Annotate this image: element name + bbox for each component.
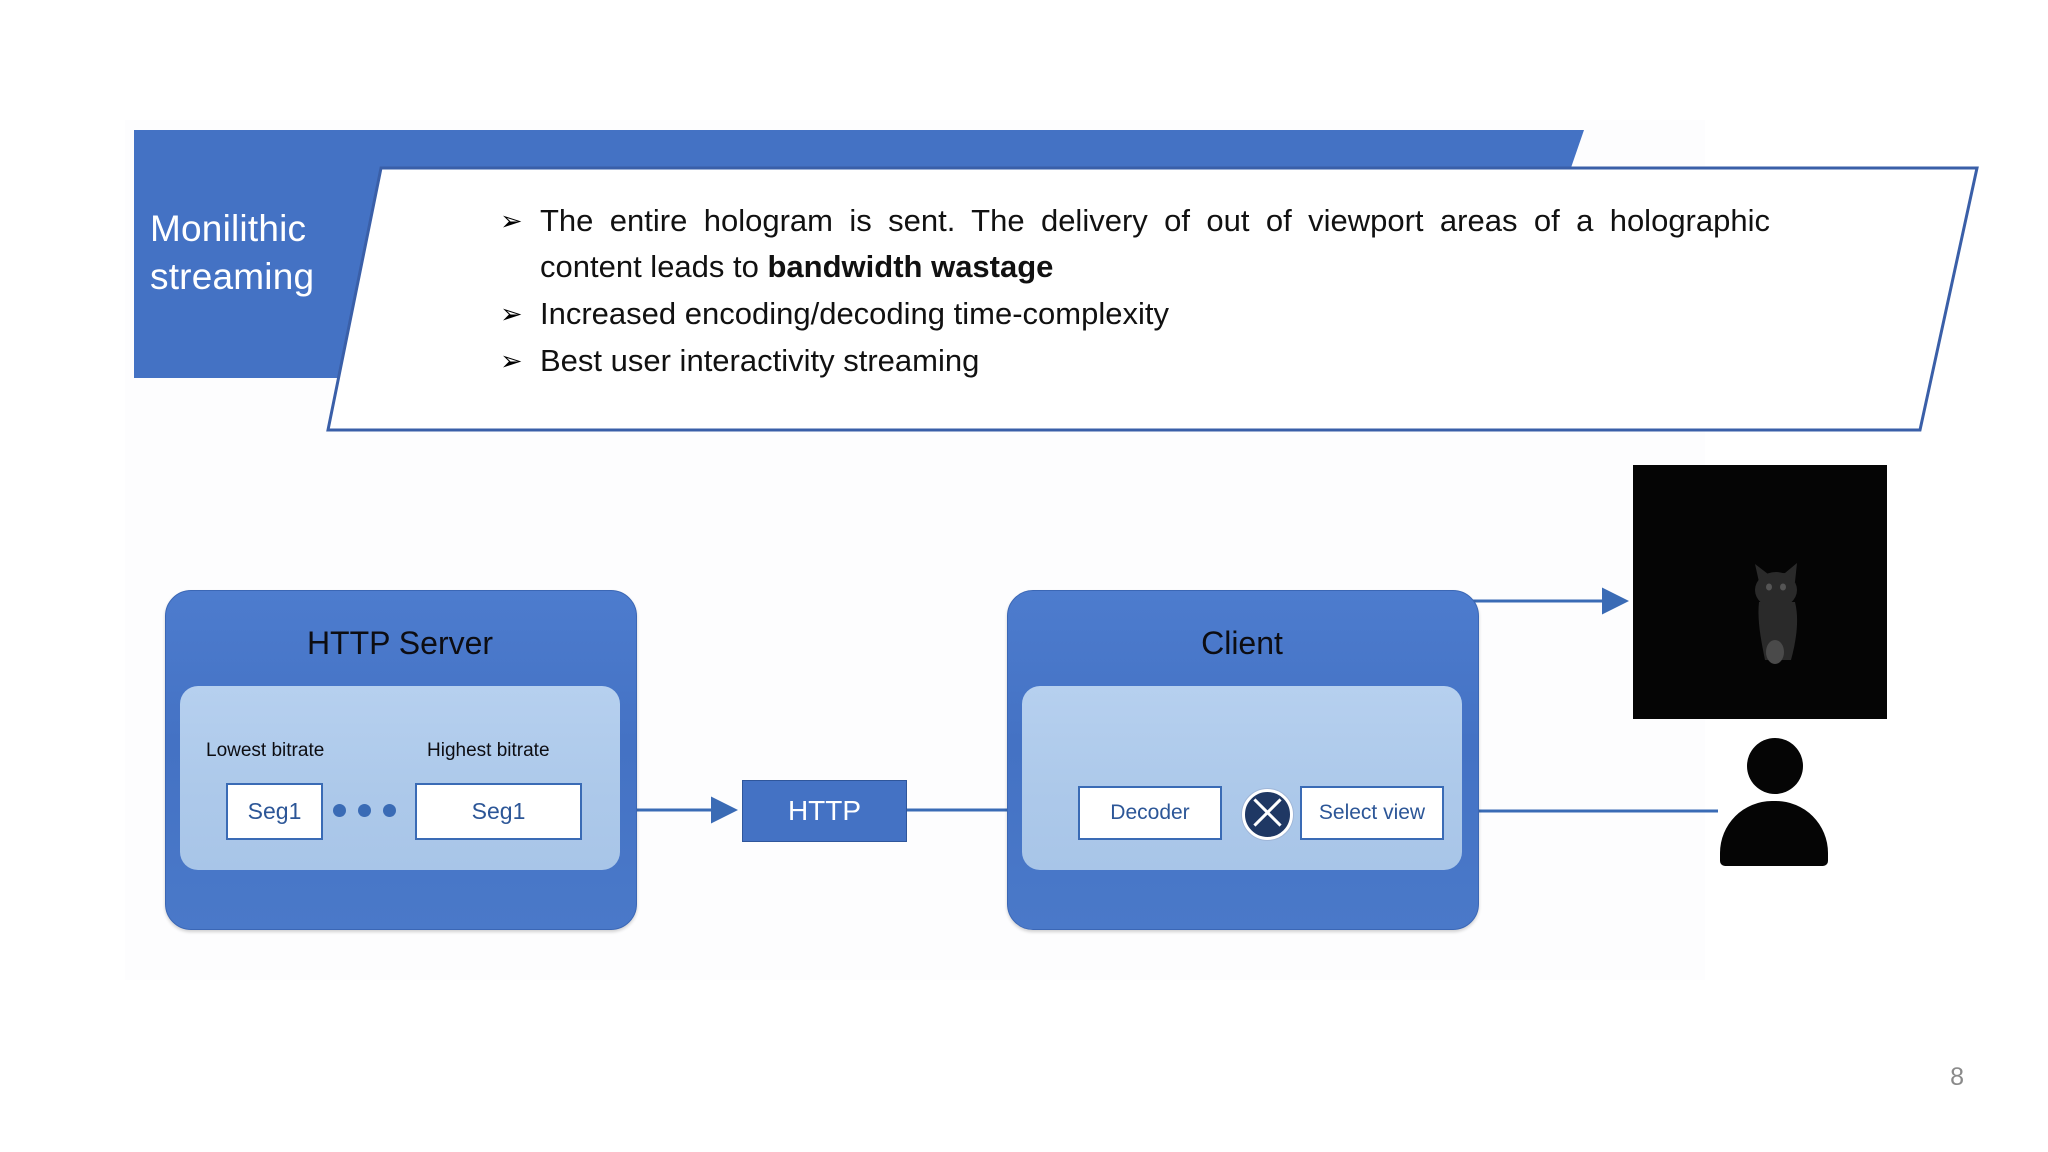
http-server-inner-panel — [180, 686, 620, 870]
bullet-1-plain: The entire hologram is sent. The deliver… — [540, 203, 1770, 284]
bullet-text-2: Increased encoding/decoding time-complex… — [540, 296, 1169, 331]
header-panel-outline — [326, 166, 1979, 432]
segment-lowest-bitrate[interactable]: Seg1 — [226, 783, 323, 840]
http-transport-box: HTTP — [742, 780, 907, 842]
list-item: ➢ Increased encoding/decoding time-compl… — [500, 291, 1770, 337]
circle-x-combiner-icon — [1242, 789, 1293, 840]
client-inner-panel — [1022, 686, 1462, 870]
client-title: Client — [1201, 625, 1283, 661]
page-number: 8 — [1950, 1063, 1964, 1091]
list-item: ➢ Best user interactivity streaming — [500, 338, 1770, 384]
header-title-line-1: Monilithic — [150, 208, 307, 249]
cat-icon — [1755, 563, 1798, 664]
select-view-box[interactable]: Select view — [1300, 786, 1444, 840]
bullet-text-1: The entire hologram is sent. The deliver… — [540, 198, 1770, 290]
arrowhead-bullet-icon: ➢ — [500, 299, 523, 329]
http-server-title: HTTP Server — [306, 625, 494, 661]
bullet-1-emphasis: bandwidth wastage — [767, 249, 1054, 284]
lowest-bitrate-label: Lowest bitrate — [206, 740, 325, 761]
segment-highest-bitrate[interactable]: Seg1 — [415, 783, 582, 840]
rendered-hologram-thumbnail — [1633, 465, 1887, 719]
header-title: Monilithic streaming — [150, 205, 360, 301]
decoder-box[interactable]: Decoder — [1078, 786, 1222, 840]
user-silhouette-icon — [1718, 738, 1830, 866]
highest-bitrate-label: Highest bitrate — [427, 740, 550, 761]
ellipsis-dots-icon — [333, 802, 396, 818]
list-item: ➢ The entire hologram is sent. The deliv… — [500, 198, 1770, 290]
bullet-list: ➢ The entire hologram is sent. The deliv… — [500, 198, 1770, 385]
arrowhead-bullet-icon: ➢ — [500, 346, 523, 376]
header-title-line-2: streaming — [150, 256, 315, 297]
arrowhead-bullet-icon: ➢ — [500, 206, 523, 236]
bullet-text-3: Best user interactivity streaming — [540, 343, 980, 378]
